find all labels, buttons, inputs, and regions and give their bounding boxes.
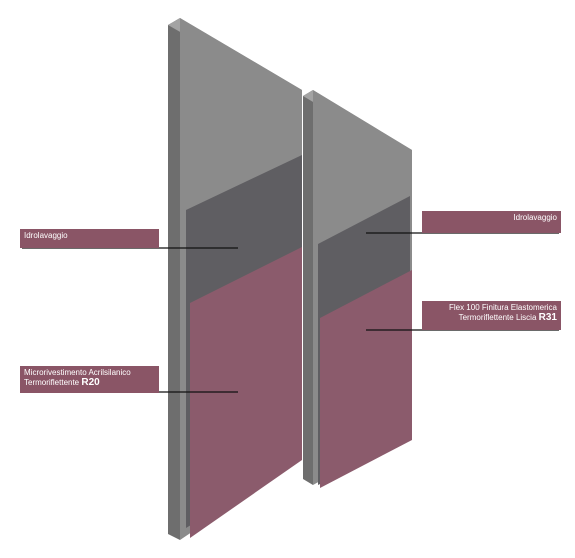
label-microrivestimento-r20: Microrivestimento Acrilsilanico Termorif…: [20, 366, 159, 393]
label-idrolavaggio-left: Idrolavaggio: [20, 229, 159, 248]
label-line-2-text: Termoriflettente Liscia: [458, 313, 537, 322]
right-finish-layer: [320, 270, 412, 488]
label-text: Idrolavaggio: [513, 213, 557, 222]
product-code-r20: R20: [81, 377, 100, 388]
label-idrolavaggio-right: Idrolavaggio: [422, 211, 561, 233]
left-finish-layer: [190, 247, 302, 538]
label-text: Idrolavaggio: [24, 231, 68, 240]
product-code-r31: R31: [538, 312, 557, 323]
label-line-2: Termoriflettente Liscia R31: [426, 313, 557, 323]
label-line-2-text: Termoriflettente: [24, 378, 80, 387]
left-panel: [168, 18, 302, 540]
label-flex100-r31: Flex 100 Finitura Elastomerica Termorifl…: [422, 301, 561, 330]
right-panel-edge: [303, 90, 313, 485]
label-line-1: Flex 100 Finitura Elastomerica: [448, 303, 557, 312]
label-line-1: Microrivestimento Acrilsilanico: [24, 368, 131, 377]
left-panel-edge: [168, 18, 180, 540]
label-line-2: Termoriflettente R20: [24, 378, 155, 388]
right-panel: [303, 90, 412, 488]
